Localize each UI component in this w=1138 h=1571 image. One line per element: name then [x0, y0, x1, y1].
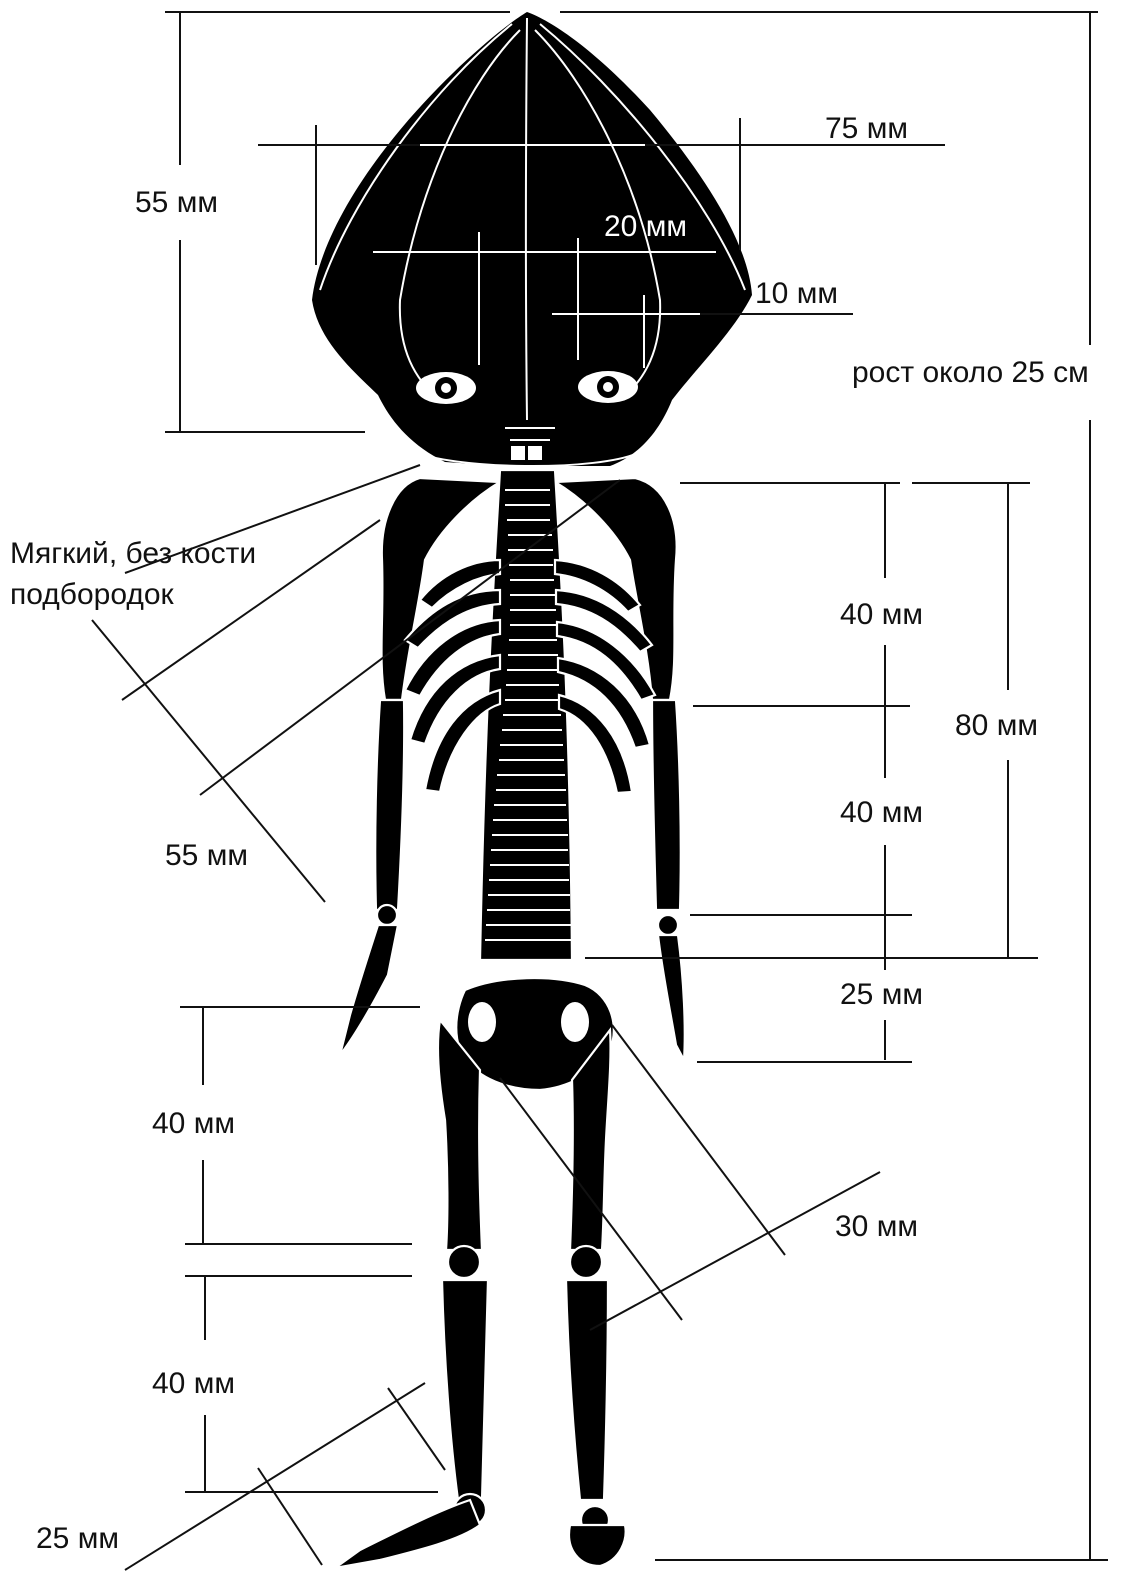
right-leg [566, 1030, 626, 1566]
right-eye [578, 371, 638, 403]
arm-length-label: 55 мм [165, 839, 248, 872]
shin-label: 40 мм [152, 1367, 235, 1400]
eye-size-label: 10 мм [755, 277, 838, 310]
pelvis-label: 25 мм [840, 978, 923, 1011]
head-width-label: 75 мм [825, 112, 908, 145]
head-height-label: 55 мм [135, 186, 218, 219]
spine [480, 470, 572, 960]
skeleton-figure [312, 12, 752, 1568]
thigh-label: 40 мм [152, 1107, 235, 1140]
chin-label-line1: Мягкий, без кости [10, 537, 256, 570]
left-leg [335, 1020, 488, 1568]
right-arm [652, 700, 685, 1060]
torso-total-label: 80 мм [955, 709, 1038, 742]
torso-lower-label: 40 мм [840, 796, 923, 829]
eye-span-label: 20 мм [604, 210, 687, 243]
foot-label: 25 мм [36, 1522, 119, 1555]
torso-upper-label: 40 мм [840, 598, 923, 631]
left-arm [340, 700, 404, 1055]
chin-label-line2: подбородок [10, 578, 175, 611]
leg-diag-label: 30 мм [835, 1210, 918, 1243]
left-eye [416, 372, 476, 404]
total-height-label: рост около 25 см [852, 356, 1089, 389]
